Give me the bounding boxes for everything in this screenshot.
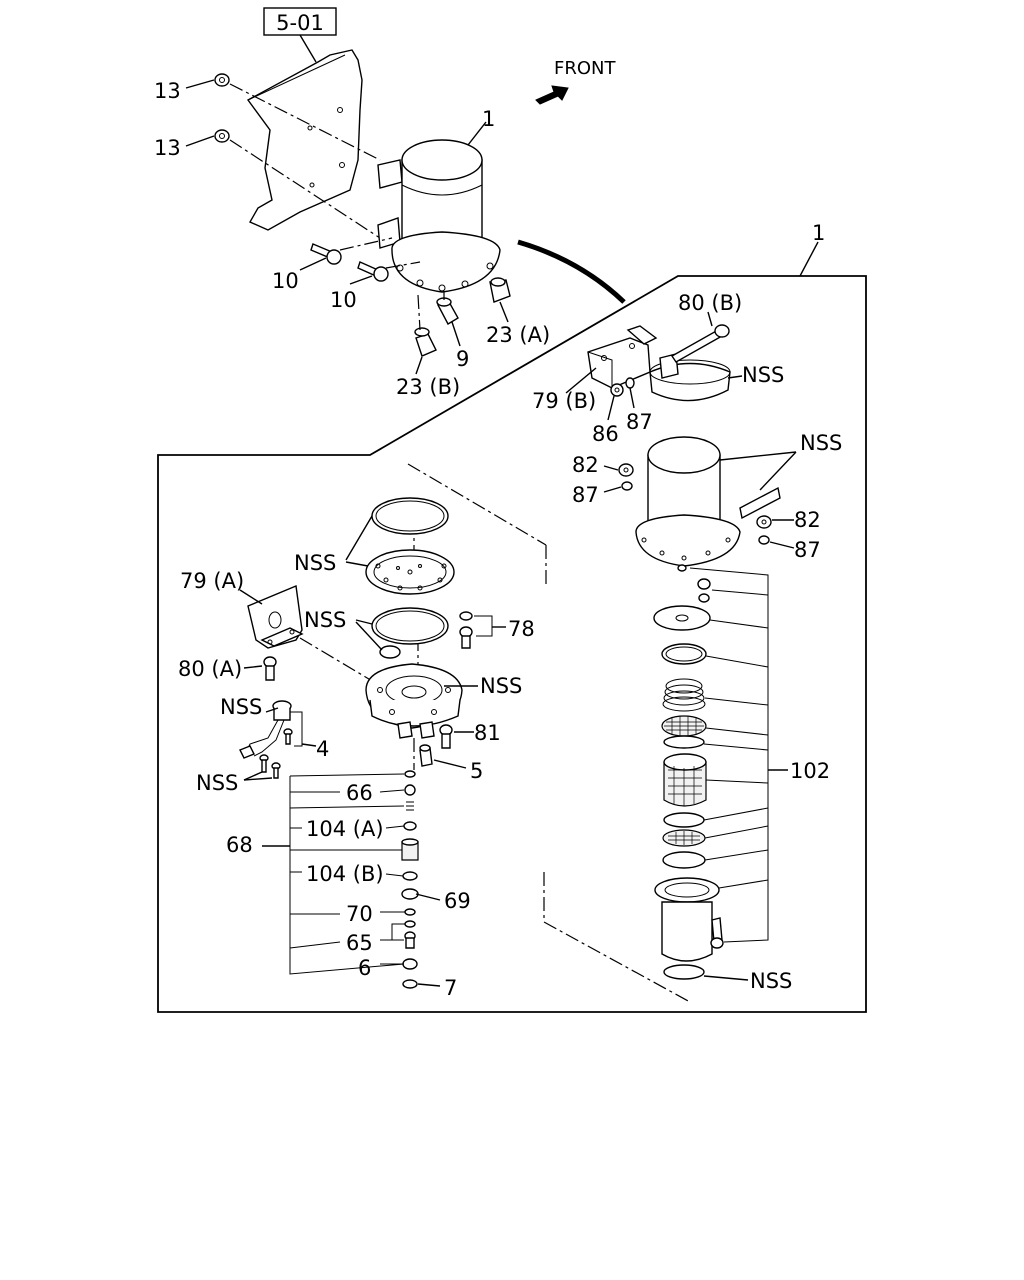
plate-with-holes (365, 549, 455, 595)
label-86[interactable]: 86 (592, 422, 619, 446)
label-104a[interactable]: 104 (A) (306, 817, 384, 841)
seal-ring-middle (371, 607, 449, 645)
label-23a[interactable]: 23 (A) (486, 323, 550, 347)
bracket-79b (587, 325, 658, 389)
label-79a[interactable]: 79 (A) (180, 569, 244, 593)
label-nss-seals[interactable]: NSS (294, 551, 336, 575)
label-80b[interactable]: 80 (B) (678, 291, 742, 315)
dryer-base-body (365, 663, 463, 739)
label-23b[interactable]: 23 (B) (396, 375, 460, 399)
label-70[interactable]: 70 (346, 902, 373, 926)
label-7[interactable]: 7 (444, 976, 457, 1000)
label-nss-heater[interactable]: NSS (220, 695, 262, 719)
label-82-right[interactable]: 82 (794, 508, 821, 532)
label-104b[interactable]: 104 (B) (306, 862, 384, 886)
label-nss-bottom[interactable]: NSS (750, 969, 792, 993)
fitting-9 (436, 297, 459, 325)
bolt-10-right (357, 261, 389, 282)
exploded-view-frame (157, 275, 867, 1013)
fitting-23b (414, 327, 437, 357)
label-81[interactable]: 81 (474, 721, 501, 745)
label-nss-ring[interactable]: NSS (304, 608, 346, 632)
fitting-5 (419, 744, 433, 767)
band-clamp (649, 353, 731, 402)
label-5[interactable]: 5 (470, 759, 483, 783)
fitting-23a (489, 277, 511, 303)
seal-ring-top (371, 497, 449, 535)
screw-right (271, 762, 281, 779)
label-nss-body[interactable]: NSS (480, 674, 522, 698)
label-10-left[interactable]: 10 (272, 269, 299, 293)
label-102[interactable]: 102 (790, 759, 830, 783)
nut-86 (610, 383, 624, 397)
exploded-view-pointer-icon (517, 239, 626, 304)
front-arrow-icon (535, 85, 569, 105)
dryer-cover (635, 436, 781, 567)
label-13-lower[interactable]: 13 (154, 136, 181, 160)
label-78[interactable]: 78 (508, 617, 535, 641)
label-65[interactable]: 65 (346, 931, 373, 955)
label-nss-band[interactable]: NSS (742, 363, 784, 387)
label-66[interactable]: 66 (346, 781, 373, 805)
label-13-upper[interactable]: 13 (154, 79, 181, 103)
valve-parts-68 (401, 770, 419, 989)
label-10-right[interactable]: 10 (330, 288, 357, 312)
nut-82-left (618, 463, 634, 477)
air-dryer-assembly (377, 139, 501, 293)
cartridge-parts-102 (653, 564, 724, 980)
label-79b[interactable]: 79 (B) (532, 389, 596, 413)
label-87-left[interactable]: 87 (572, 483, 599, 507)
label-87-upper[interactable]: 87 (626, 410, 653, 434)
label-1-top[interactable]: 1 (482, 107, 495, 131)
label-69[interactable]: 69 (444, 889, 471, 913)
nut-13-lower (214, 129, 230, 143)
bolt-78 (459, 626, 473, 649)
label-nss-cover[interactable]: NSS (800, 431, 842, 455)
label-68[interactable]: 68 (226, 833, 253, 857)
label-4[interactable]: 4 (316, 737, 329, 761)
washer-87-upper (625, 377, 635, 389)
frame-bracket (246, 49, 363, 231)
bolt-10-left (310, 243, 342, 265)
o-ring-small (379, 645, 401, 659)
washer-87-right (758, 535, 770, 545)
washer-87-left (621, 481, 633, 491)
screw-left (259, 754, 269, 773)
bracket-79a (247, 585, 304, 649)
front-label: FRONT (554, 58, 616, 79)
reference-box[interactable]: 5-01 (263, 7, 337, 36)
bolt-80a (263, 656, 277, 681)
label-82-left[interactable]: 82 (572, 453, 599, 477)
label-6[interactable]: 6 (358, 956, 371, 980)
label-9[interactable]: 9 (456, 347, 469, 371)
bolt-81 (439, 724, 453, 749)
reference-box-label: 5-01 (276, 11, 324, 35)
heater-4 (239, 700, 293, 759)
bolt-80b (670, 324, 730, 363)
label-87-right[interactable]: 87 (794, 538, 821, 562)
washer-78 (459, 611, 473, 621)
nut-82-right (756, 515, 772, 529)
label-80a[interactable]: 80 (A) (178, 657, 242, 681)
label-nss-screws[interactable]: NSS (196, 771, 238, 795)
nut-13-upper (214, 73, 230, 87)
label-1-exploded[interactable]: 1 (812, 221, 825, 245)
